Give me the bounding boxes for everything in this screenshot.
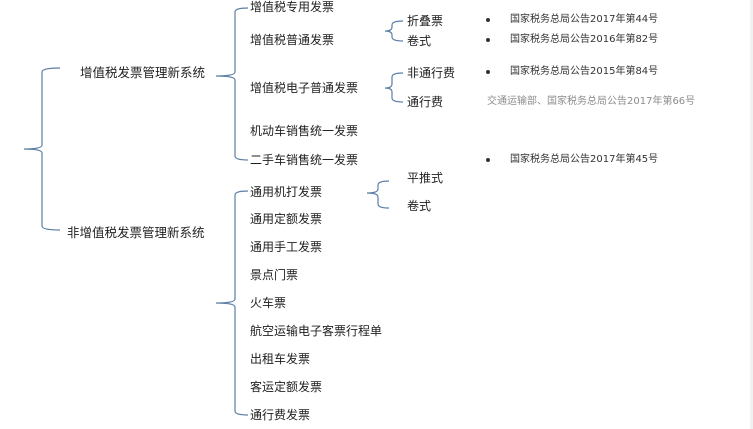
vat-system-brace: [215, 7, 249, 161]
vat-electronic-invoice: 增值税电子普通发票: [250, 81, 359, 95]
roll-type: 卷式: [407, 199, 432, 213]
general-manual-invoice: 通用手工发票: [250, 240, 323, 254]
note-roll: 国家税务总局公告2016年第82号: [510, 34, 659, 45]
train-ticket: 火车票: [250, 296, 287, 310]
toll-fee: 通行费: [407, 95, 444, 109]
taxi-invoice: 出租车发票: [250, 352, 311, 366]
scenic-ticket: 景点门票: [250, 268, 299, 282]
fold-ticket: 折叠票: [407, 14, 444, 28]
machine-invoice-brace: [366, 180, 390, 209]
toll-invoice: 通行费发票: [250, 408, 311, 422]
vat-electronic-brace: [384, 72, 404, 103]
general-fixed-invoice: 通用定额发票: [250, 212, 323, 226]
right-scroll-edge: [750, 0, 753, 429]
root-brace: [23, 67, 61, 231]
note-fold: 国家税务总局公告2017年第44号: [510, 14, 659, 25]
vat-invoice-system-label: 增值税发票管理新系统: [80, 65, 206, 80]
note-bullet-roll: [486, 38, 490, 42]
note-bullet-used-car: [486, 158, 490, 162]
nonvat-invoice-system-label: 非增值税发票管理新系统: [67, 225, 205, 240]
vat-normal-invoice: 增值税普通发票: [250, 33, 335, 47]
note-bullet-fold: [486, 18, 490, 22]
roll-ticket: 卷式: [407, 34, 432, 48]
nonvat-system-brace: [215, 190, 249, 416]
note-bullet-non-toll: [486, 70, 490, 74]
note-toll: 交通运输部、国家税务总局公告2017年第66号: [487, 96, 696, 107]
note-used-car: 国家税务总局公告2017年第45号: [510, 154, 659, 165]
note-non-toll: 国家税务总局公告2015年第84号: [510, 66, 659, 77]
passenger-fixed-invoice: 客运定额发票: [250, 380, 323, 394]
general-machine-invoice: 通用机打发票: [250, 185, 323, 199]
used-car-invoice: 二手车销售统一发票: [250, 153, 359, 167]
non-toll-fee: 非通行费: [407, 66, 456, 80]
air-itinerary: 航空运输电子客票行程单: [250, 324, 383, 338]
motor-vehicle-invoice: 机动车销售统一发票: [250, 124, 359, 138]
flat-push-type: 平推式: [407, 171, 444, 185]
vat-special-invoice: 增值税专用发票: [250, 0, 335, 14]
vat-normal-brace: [384, 20, 404, 42]
